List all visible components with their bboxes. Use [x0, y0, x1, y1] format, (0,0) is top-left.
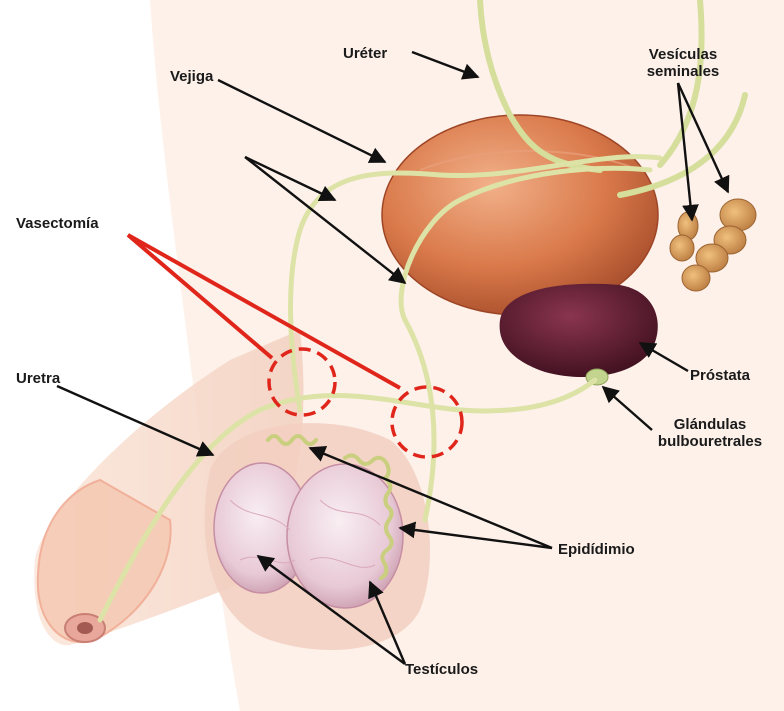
label-vesiculas-seminales: Vesículas seminales: [628, 46, 738, 80]
label-glandulas-bulbouretrales: Glándulas bulbouretrales: [640, 416, 780, 450]
label-ureter: Uréter: [343, 45, 387, 62]
label-testiculos: Testículos: [405, 661, 478, 678]
label-vasectomia: Vasectomía: [16, 215, 99, 232]
label-vesiculas-line1: Vesículas: [628, 46, 738, 63]
label-epididimio: Epidídimio: [558, 541, 635, 558]
label-vesiculas-line2: seminales: [628, 63, 738, 80]
label-uretra: Uretra: [16, 370, 60, 387]
label-vejiga: Vejiga: [170, 68, 213, 85]
label-prostata: Próstata: [690, 367, 750, 384]
testicles-shape: [214, 463, 403, 608]
label-glandulas-line1: Glándulas: [640, 416, 780, 433]
label-glandulas-line2: bulbouretrales: [640, 433, 780, 450]
